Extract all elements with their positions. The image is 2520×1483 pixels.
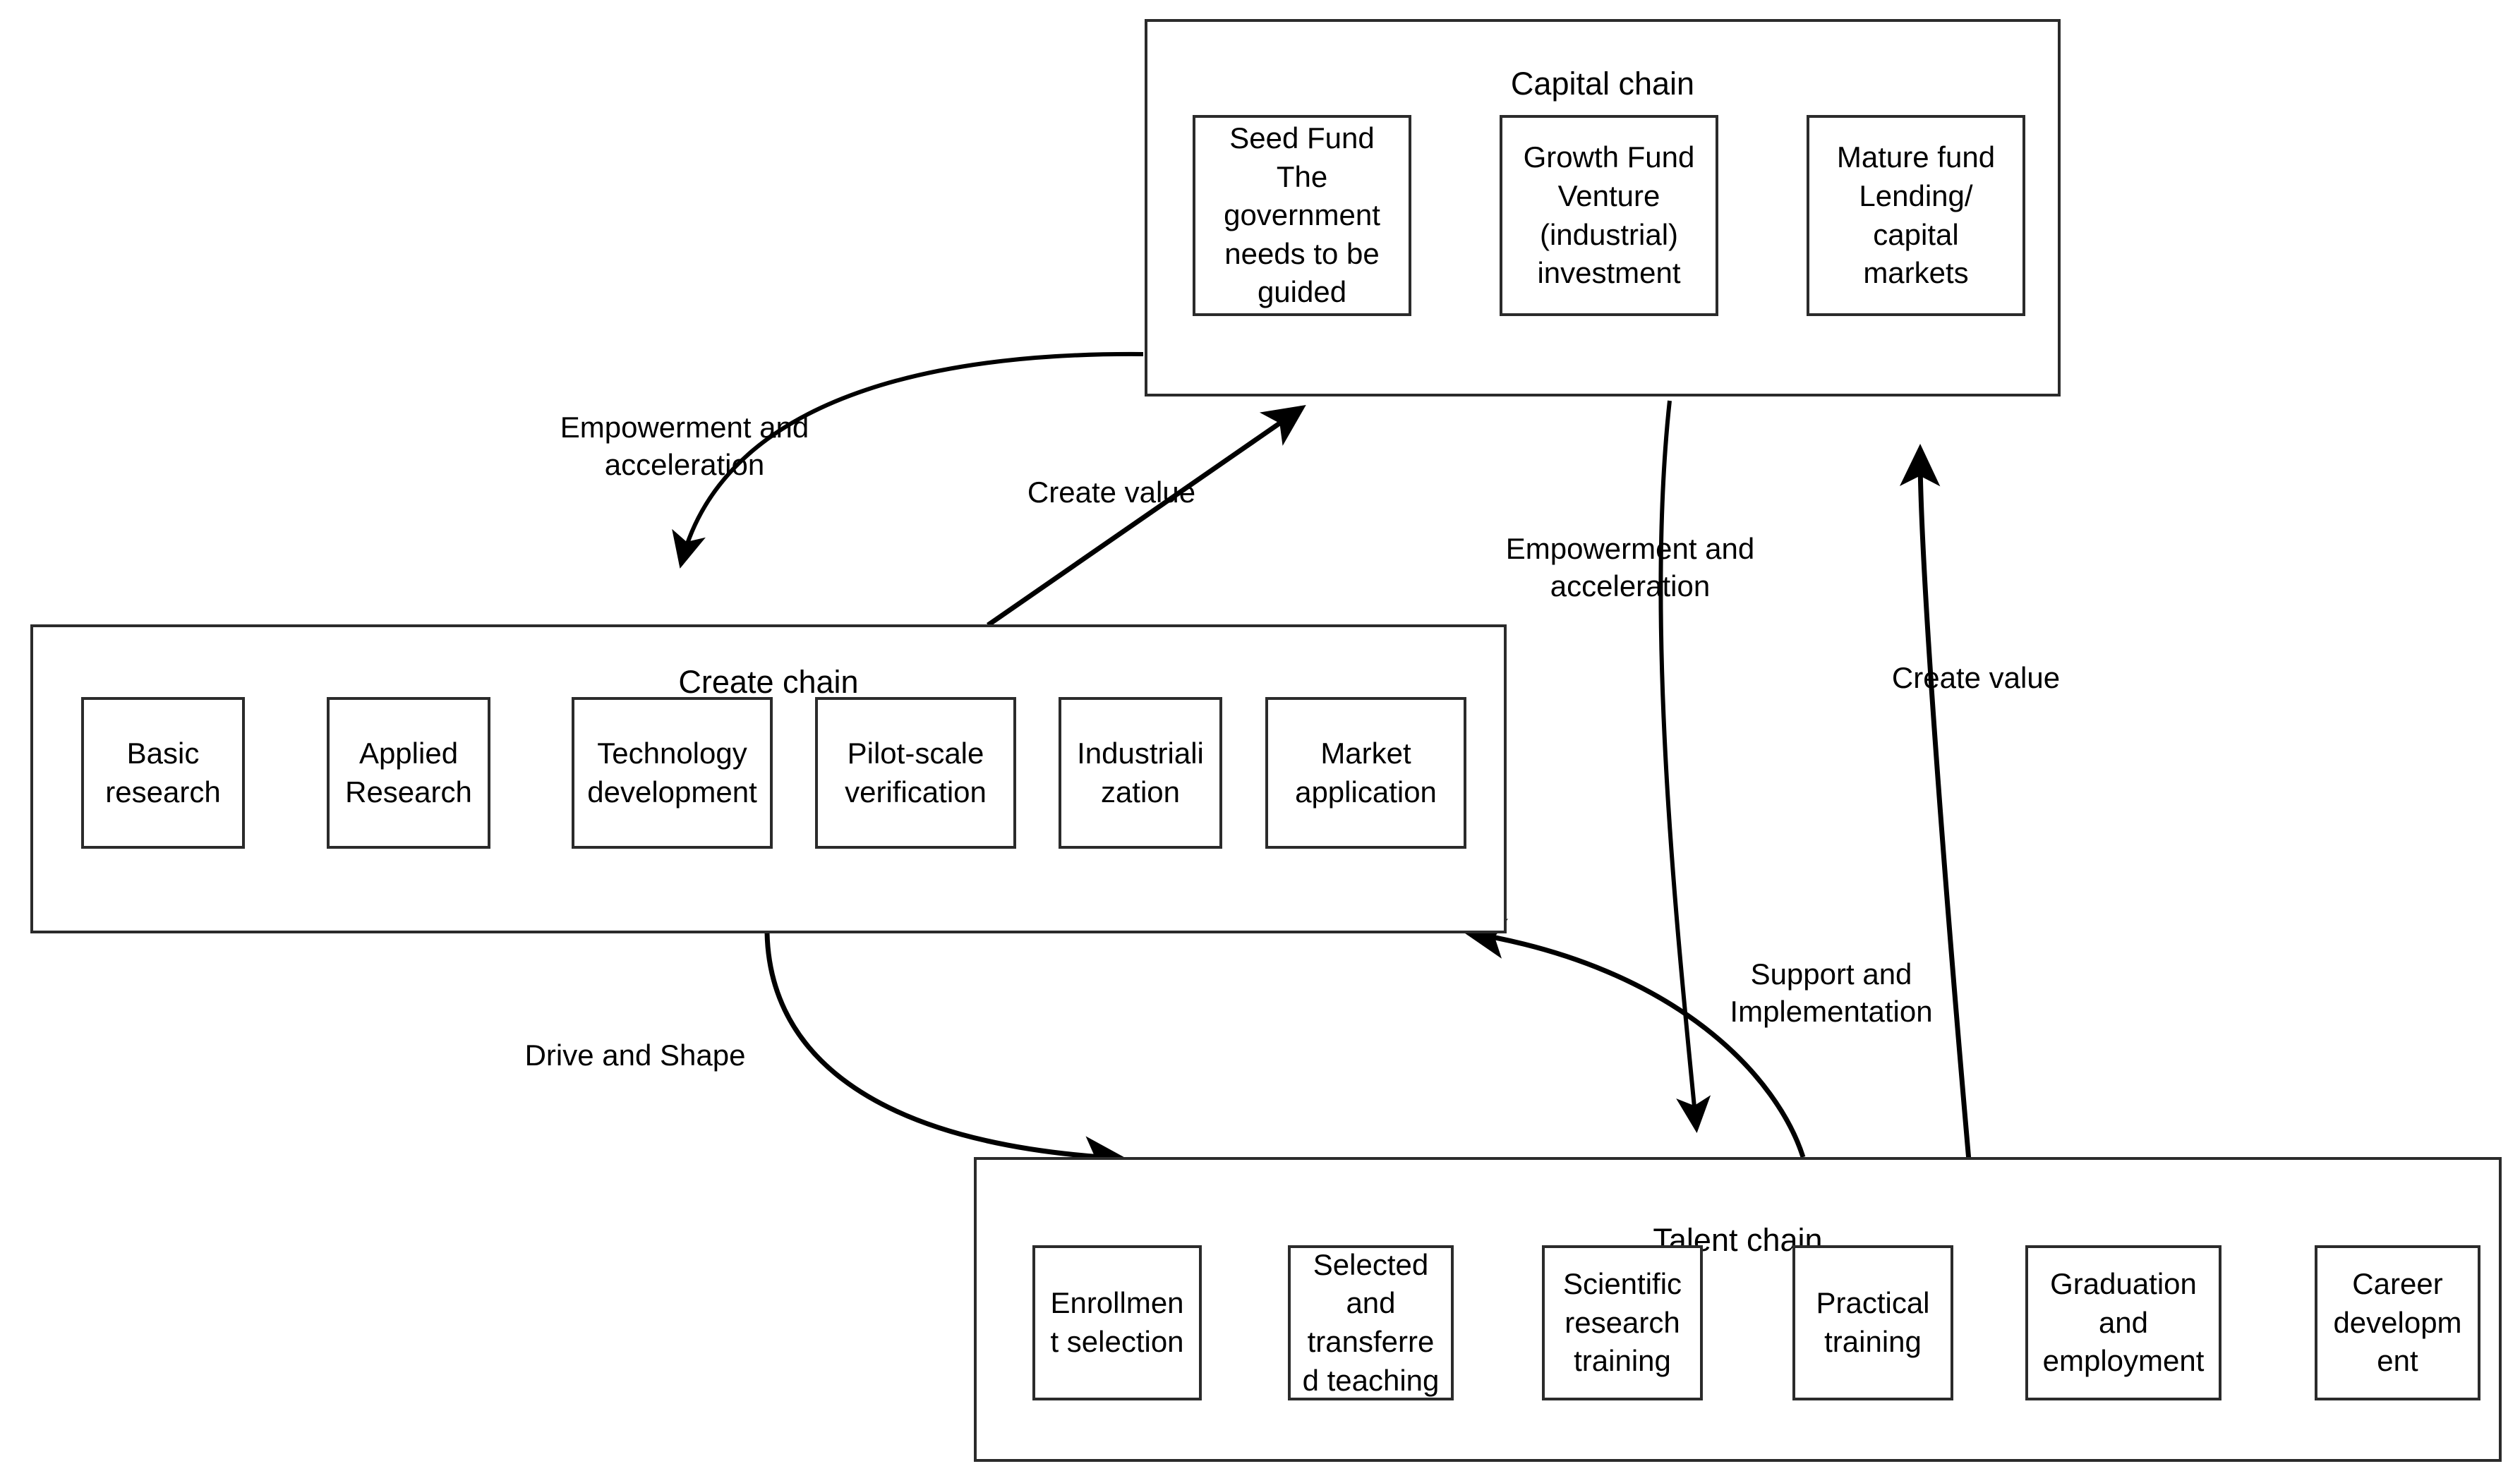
capital-node-growth-fund[interactable]: Growth Fund Venture (industrial) investm… [1500, 115, 1718, 316]
capital-chain-title: Capital chain [1510, 66, 1695, 102]
create-node-market-application[interactable]: Market application [1265, 697, 1466, 849]
create-node-basic-research-label: Basic research [105, 736, 221, 809]
talent-node-enrollment-selection-label: Enrollmen t selection [1050, 1286, 1184, 1358]
create-node-industrialization-label: Industriali zation [1077, 736, 1204, 809]
talent-node-practical-training-label: Practical training [1816, 1286, 1930, 1358]
talent-node-graduation-employment[interactable]: Graduation and employment [2025, 1245, 2221, 1400]
create-node-basic-research[interactable]: Basic research [81, 697, 245, 849]
capital-node-growth-fund-label: Growth Fund Venture (industrial) investm… [1523, 140, 1695, 290]
create-node-pilot-scale-verification[interactable]: Pilot-scale verification [815, 697, 1016, 849]
create-chain-title: Create chain [678, 664, 859, 700]
create-node-technology-development[interactable]: Technology development [572, 697, 773, 849]
create-node-market-application-label: Market application [1295, 736, 1437, 809]
talent-node-scientific-research-training-label: Scientific research training [1562, 1267, 1682, 1378]
arrow-talent-to-capital [1899, 444, 1972, 1161]
arrow-create-to-capital [987, 405, 1306, 627]
talent-node-practical-training[interactable]: Practical training [1792, 1245, 1953, 1400]
talent-node-scientific-research-training[interactable]: Scientific research training [1542, 1245, 1703, 1400]
talent-node-selected-transferred-teaching[interactable]: Selected and transferre d teaching [1288, 1245, 1454, 1400]
edge-label-capital-to-talent: Empowerment and acceleration [1505, 532, 1755, 603]
edge-label-create-to-capital: Create value [1027, 476, 1196, 509]
talent-chain-container[interactable]: Talent chain [974, 1157, 2502, 1462]
edge-label-talent-to-create: Support and Implementation [1730, 957, 1933, 1028]
edge-label-create-to-talent: Drive and Shape [524, 1039, 746, 1072]
talent-node-enrollment-selection[interactable]: Enrollmen t selection [1032, 1245, 1202, 1400]
create-node-applied-research[interactable]: Applied Research [327, 697, 490, 849]
talent-node-career-development-label: Career developm ent [2333, 1267, 2462, 1378]
capital-node-seed-fund-label: Seed Fund The government needs to be gui… [1224, 121, 1380, 309]
create-node-applied-research-label: Applied Research [345, 736, 472, 809]
capital-node-mature-fund[interactable]: Mature fund Lending/ capital markets [1807, 115, 2025, 316]
create-node-pilot-scale-verification-label: Pilot-scale verification [845, 736, 987, 809]
talent-node-career-development[interactable]: Career developm ent [2315, 1245, 2480, 1400]
talent-node-selected-transferred-teaching-label: Selected and transferre d teaching [1302, 1247, 1440, 1397]
create-node-industrialization[interactable]: Industriali zation [1059, 697, 1222, 849]
edge-label-capital-to-create: Empowerment and acceleration [560, 411, 809, 481]
create-node-technology-development-label: Technology development [587, 736, 757, 809]
capital-node-mature-fund-label: Mature fund Lending/ capital markets [1836, 140, 1996, 290]
talent-chain-title: Talent chain [1653, 1222, 1823, 1258]
capital-node-seed-fund[interactable]: Seed Fund The government needs to be gui… [1193, 115, 1411, 316]
talent-node-graduation-employment-label: Graduation and employment [2042, 1267, 2205, 1378]
edge-label-talent-to-capital: Create value [1891, 661, 2061, 694]
arrow-create-to-talent [764, 932, 1127, 1177]
